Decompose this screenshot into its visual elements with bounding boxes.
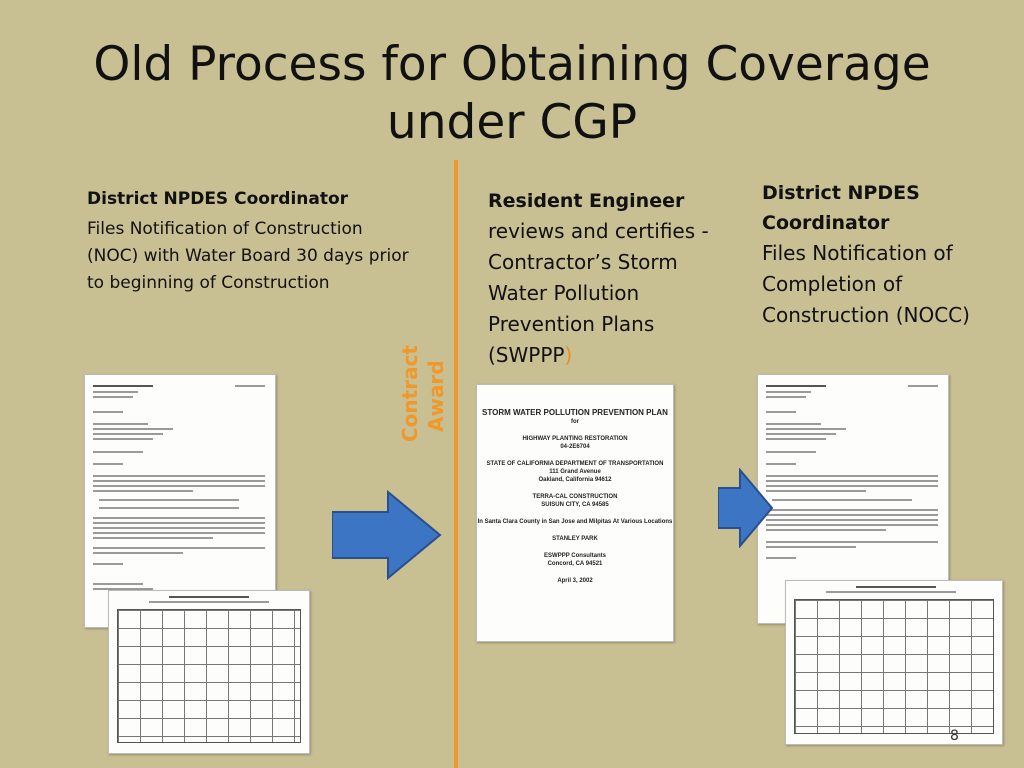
step-1-body: Files Notification of Construction (NOC)… (87, 219, 409, 293)
step-1-heading: District NPDES Coordinator (87, 189, 349, 209)
noc-letter-image (84, 374, 276, 628)
page-number: 8 (950, 728, 959, 744)
step-3-heading: District NPDES Coordinator (762, 182, 920, 234)
step-2-body: reviews and certifies - Contractor’s Sto… (488, 216, 728, 371)
award-label-line-2: Award (424, 360, 448, 432)
title-line-1: Old Process for Obtaining Coverage (93, 37, 931, 92)
step-2-text: Resident Engineer reviews and certifies … (488, 186, 728, 371)
step-3-body: Files Notification of Completion of Cons… (762, 241, 970, 327)
step-2-heading: Resident Engineer (488, 190, 685, 212)
title-line-2: under CGP (386, 95, 638, 150)
award-label-line-1: Contract (398, 345, 422, 442)
step-2-closing-paren: ) (564, 343, 573, 367)
slide-title: Old Process for Obtaining Coverage under… (0, 36, 1024, 152)
step-1-text: District NPDES Coordinator Files Notific… (87, 186, 417, 297)
contract-award-label: Contract Award (393, 345, 451, 442)
nocc-table-image (785, 580, 1003, 745)
contract-award-divider (454, 160, 458, 768)
arrow-right-icon (332, 490, 442, 580)
arrow-right-icon-2 (718, 468, 774, 548)
step-3-text: District NPDES Coordinator Files Notific… (762, 178, 1002, 331)
noc-table-image (108, 590, 310, 754)
step-2-body-text: reviews and certifies - Contractor’s Sto… (488, 219, 709, 367)
swppp-document-image: STORM WATER POLLUTION PREVENTION PLAN fo… (476, 384, 674, 642)
